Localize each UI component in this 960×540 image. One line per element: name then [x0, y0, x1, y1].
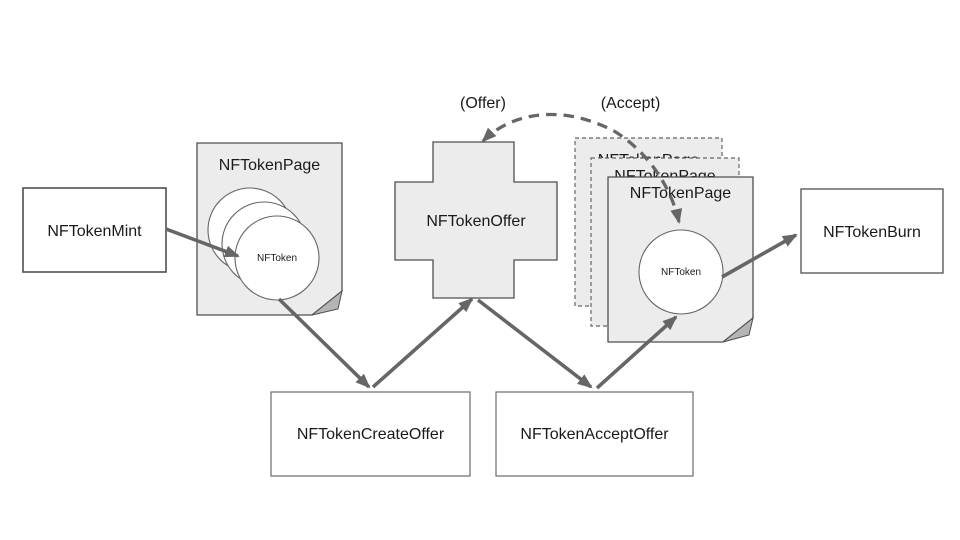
create-offer-label: NFTokenCreateOffer: [297, 426, 445, 443]
mint-box: [22, 187, 167, 273]
arrow-create-offer-to-offer: [371, 297, 474, 389]
arrow-accept-offer-to-page2: [595, 315, 678, 390]
page2-fold-corner: [722, 316, 754, 343]
arrow-offer-to-accept-offer: [476, 298, 593, 389]
page2-title: NFTokenPage: [630, 185, 731, 202]
arrow-page2-to-burn: [721, 233, 798, 279]
arrow-mint-to-page1: [165, 227, 240, 258]
accept-offer-box: [495, 391, 694, 477]
page2-token-circle: [638, 229, 724, 315]
page1-token-circle-front: [234, 215, 320, 301]
accept-offer-label: NFTokenAcceptOffer: [520, 426, 669, 443]
accept-annotation: (Accept): [601, 95, 661, 112]
page1-title: NFTokenPage: [219, 157, 320, 174]
arrow-page1-to-create-offer: [277, 297, 371, 389]
burn-label: NFTokenBurn: [823, 224, 921, 241]
dashed-offer-accept-arc: [481, 112, 683, 224]
page1-token-label: NFToken: [257, 253, 297, 264]
offer-label: NFTokenOffer: [426, 213, 526, 230]
offer-annotation: (Offer): [460, 95, 506, 112]
mint-label: NFTokenMint: [47, 223, 142, 240]
page2-token-label: NFToken: [661, 267, 701, 278]
burn-box: [800, 188, 944, 274]
create-offer-box: [270, 391, 471, 477]
page1-fold-corner: [311, 289, 343, 316]
